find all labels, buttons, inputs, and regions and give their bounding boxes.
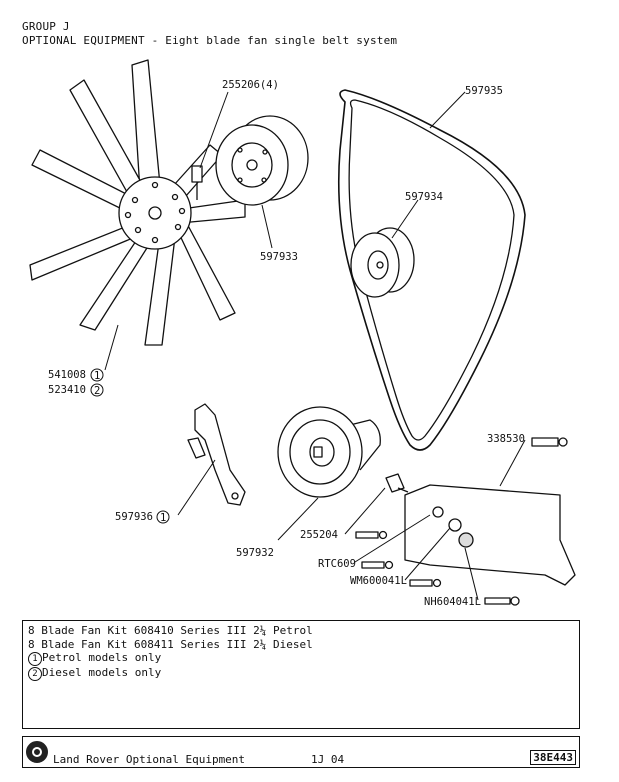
note-petrol-text: Petrol models only — [42, 651, 162, 664]
note-circle-1: 1 — [28, 652, 42, 666]
circle-note-1b: 1 — [160, 512, 166, 524]
fan-blade-assembly — [29, 59, 246, 346]
page-title: OPTIONAL EQUIPMENT - Eight blade fan sin… — [22, 34, 398, 47]
parts-diagram: 255206(4) 597935 597934 597933 541008 1 … — [29, 59, 576, 608]
kit-line-petrol: 8 Blade Fan Kit 608410 Series III 2¼ Pet… — [28, 624, 313, 637]
label-255204: 255204 — [300, 529, 338, 541]
circle-note-2: 2 — [94, 385, 100, 397]
label-597935: 597935 — [465, 85, 503, 97]
reference-code: 38E443 — [530, 750, 576, 765]
label-541008: 541008 — [48, 369, 86, 381]
label-597934: 597934 — [405, 191, 443, 203]
label-523410: 523410 — [48, 384, 86, 396]
drive-belt-597935 — [337, 89, 526, 451]
bolt-255206 — [191, 165, 203, 200]
mounting-plate — [404, 484, 576, 586]
label-nh604041l: NH604041L — [424, 596, 481, 608]
note-diesel-text: Diesel models only — [42, 666, 162, 679]
idler-pulley-597934 — [350, 227, 415, 298]
label-597932: 597932 — [236, 547, 274, 559]
nut-nh604041l — [484, 596, 520, 606]
kit-line-diesel: 8 Blade Fan Kit 608411 Series III 2¼ Die… — [28, 637, 313, 651]
label-255206: 255206(4) — [222, 79, 279, 91]
washer-wm600041l — [409, 578, 442, 588]
bolt-255204 — [385, 473, 409, 493]
label-rtc609: RTC609 — [318, 558, 356, 570]
footer: Land Rover Optional Equipment 1J 04 38E4… — [22, 736, 580, 768]
bracket-597936 — [187, 403, 246, 506]
leader-lines — [104, 91, 526, 601]
footer-title: Land Rover Optional Equipment — [53, 753, 246, 766]
bolt-338530 — [531, 437, 568, 447]
label-597933: 597933 — [260, 251, 298, 263]
label-338530: 338530 — [487, 433, 525, 445]
land-rover-logo-icon — [26, 741, 48, 763]
page-number: 1J 04 — [311, 753, 345, 766]
notes-box: 8 Blade Fan Kit 608410 Series III 2¼ Pet… — [22, 620, 580, 729]
bolt-rtc609 — [355, 530, 394, 570]
crank-pulley-597932 — [277, 406, 381, 498]
group-label: GROUP J — [22, 20, 70, 33]
label-597936: 597936 — [115, 511, 153, 523]
label-wm600041l: WM600041L — [350, 575, 407, 587]
fan-pulley-597933 — [215, 115, 309, 206]
circle-note-1: 1 — [94, 370, 100, 382]
note-circle-2: 2 — [28, 667, 42, 681]
